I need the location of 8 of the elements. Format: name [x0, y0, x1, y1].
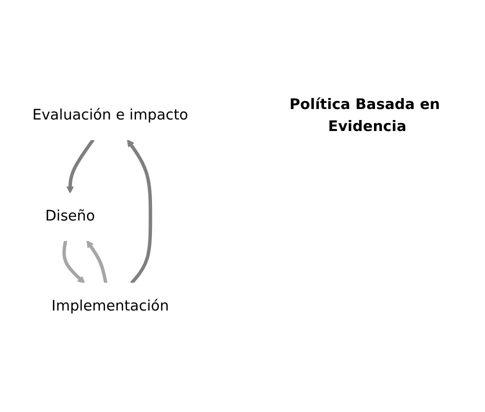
arrow	[66, 138, 95, 194]
arrow	[62, 240, 85, 284]
arrow	[86, 240, 108, 284]
node-text: Diseño	[45, 208, 95, 225]
node-text: Evaluación e impacto	[32, 106, 188, 124]
arrow	[126, 139, 152, 284]
node-text: Política Basada en Evidencia	[290, 96, 440, 135]
node-text: Implementación	[52, 298, 169, 315]
